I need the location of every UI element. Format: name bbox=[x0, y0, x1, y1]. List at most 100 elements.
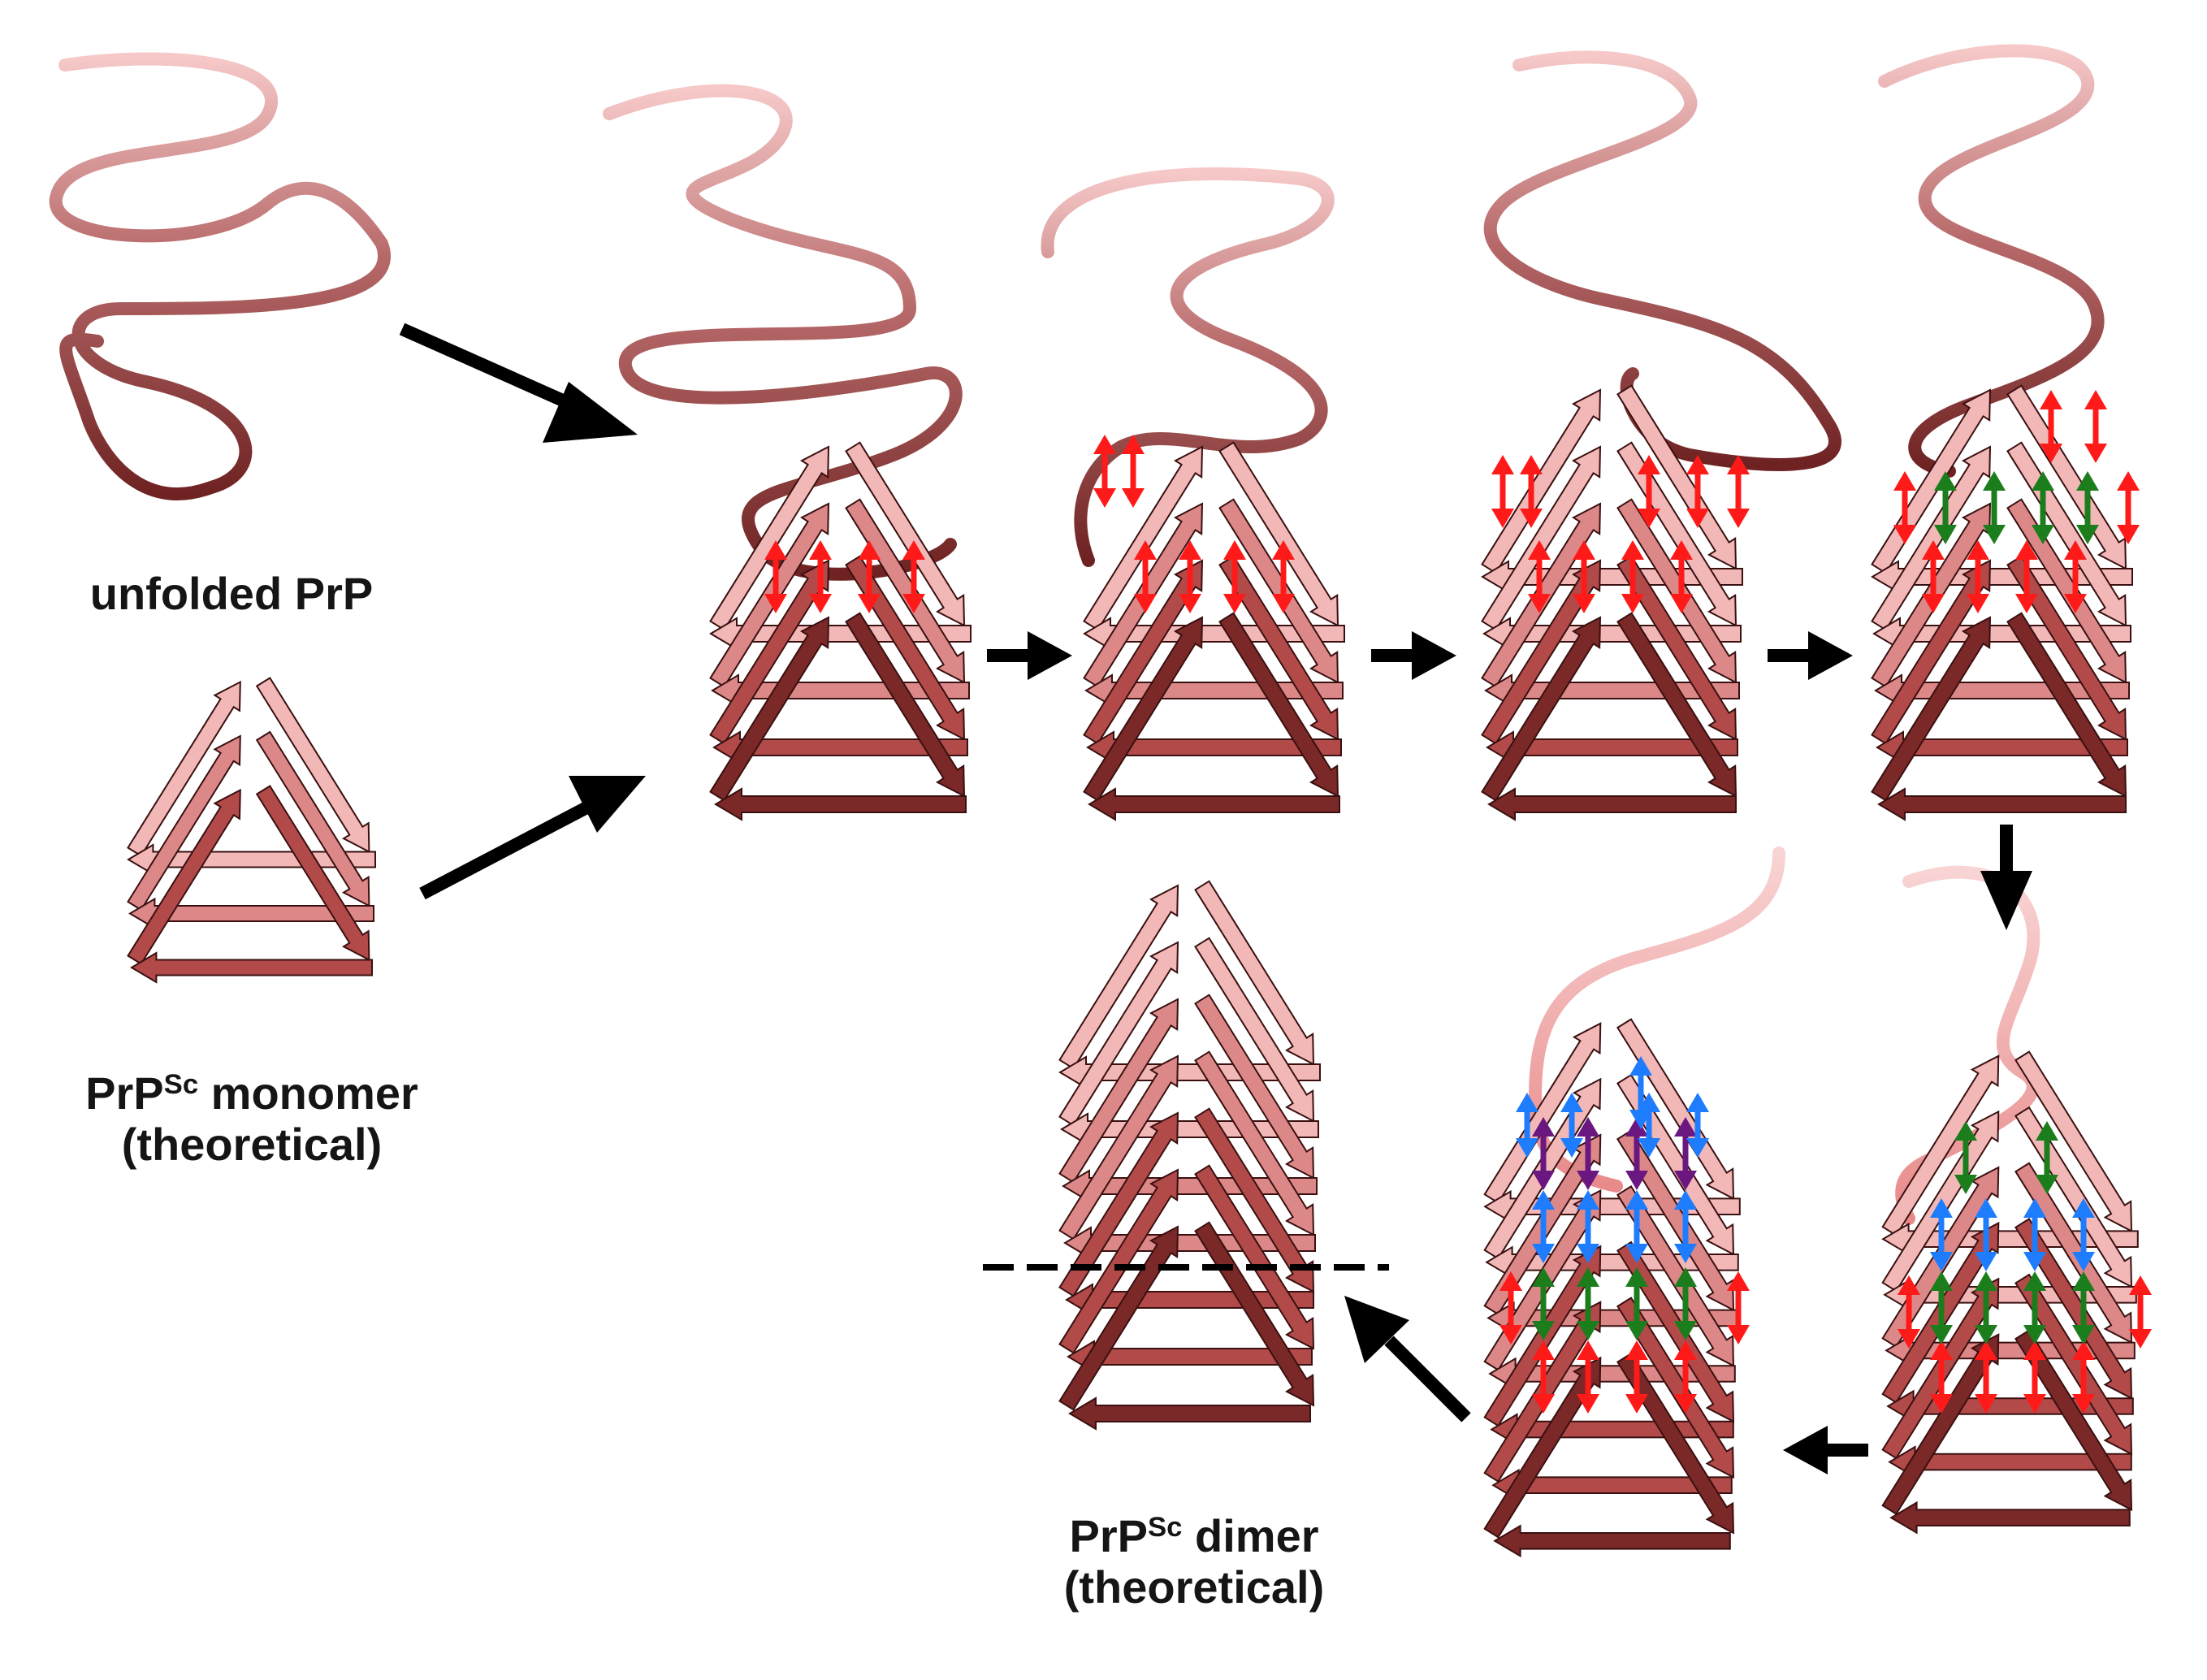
hbond-green bbox=[2032, 471, 2054, 544]
beta-strand-right bbox=[1218, 498, 1339, 684]
hbond-red bbox=[902, 540, 925, 613]
hbond-blue bbox=[2023, 1198, 2046, 1271]
arrow-monomer-to-stage1 bbox=[419, 776, 646, 900]
beta-strand-left bbox=[1881, 1054, 2000, 1236]
beta-strand-left bbox=[1058, 1168, 1179, 1354]
hbond-green bbox=[2072, 1271, 2095, 1344]
coil-unfolded-prp bbox=[49, 52, 391, 500]
hbond-blue bbox=[1625, 1190, 1648, 1263]
stack-stage-3 bbox=[1481, 384, 1743, 821]
beta-strand-right bbox=[1194, 937, 1315, 1123]
hbond-blue bbox=[1975, 1198, 1997, 1271]
hbond-blue bbox=[1532, 1190, 1555, 1263]
hbond-blue bbox=[1686, 1093, 1709, 1158]
hbond-red bbox=[1922, 540, 1945, 613]
hbond-red bbox=[2129, 1275, 2152, 1349]
arrow-stage4-down bbox=[1980, 825, 2032, 930]
hbond-red bbox=[1577, 1340, 1599, 1414]
hbond-red bbox=[1930, 1340, 1953, 1414]
beta-strand-left bbox=[709, 616, 830, 802]
hbond-red bbox=[1532, 1340, 1555, 1414]
beta-strand-left bbox=[127, 680, 241, 857]
beta-strand-right bbox=[1194, 994, 1315, 1180]
hbond-red bbox=[1967, 540, 1989, 613]
stack-stage-6 bbox=[1881, 1050, 2139, 1535]
stack-monomer bbox=[127, 677, 376, 984]
label-monomer-line2: (theoretical) bbox=[121, 1118, 383, 1170]
beta-strand-right bbox=[845, 612, 966, 798]
beta-strand-left bbox=[127, 734, 241, 911]
beta-strand-base bbox=[1889, 1500, 2131, 1535]
hbond-red bbox=[1621, 540, 1644, 613]
beta-strand-right bbox=[255, 785, 370, 962]
beta-strand-right bbox=[255, 677, 370, 854]
beta-strand-right bbox=[1616, 1297, 1735, 1479]
hbond-red bbox=[1093, 435, 1116, 508]
stack-dimer bbox=[1058, 880, 1321, 1431]
hbond-red bbox=[1223, 540, 1246, 613]
beta-strand-left bbox=[1871, 445, 1992, 631]
hbond-green bbox=[1954, 1121, 1977, 1194]
beta-strand-base bbox=[130, 951, 373, 984]
hbond-red bbox=[1625, 1340, 1648, 1414]
beta-strand-left bbox=[1083, 616, 1204, 802]
hbond-red bbox=[1520, 455, 1543, 528]
beta-strand-right bbox=[2014, 1273, 2133, 1456]
hbond-red bbox=[1499, 1271, 1522, 1344]
hbond-purple bbox=[1532, 1117, 1555, 1190]
hbond-red bbox=[2072, 1340, 2095, 1414]
hbond-blue bbox=[2072, 1198, 2095, 1271]
beta-strand-right bbox=[845, 441, 966, 627]
beta-strand-base bbox=[1068, 1396, 1311, 1431]
hbond-blue bbox=[1516, 1093, 1538, 1158]
hbond-red bbox=[1727, 1271, 1750, 1344]
arrow-stage3-to-stage4 bbox=[1768, 631, 1853, 680]
hbond-red bbox=[1686, 455, 1709, 528]
label-unfolded-prp: unfolded PrP bbox=[89, 568, 374, 619]
beta-strand-left bbox=[1483, 1022, 1602, 1204]
beta-strand-right bbox=[1218, 441, 1339, 627]
beta-strand-left bbox=[1481, 388, 1602, 574]
hbond-green bbox=[2076, 471, 2099, 544]
beta-strand-right bbox=[1616, 612, 1737, 798]
hbond-red bbox=[1898, 1275, 1920, 1349]
beta-strand-right bbox=[2006, 612, 2127, 798]
hbond-red bbox=[1134, 540, 1157, 613]
coil-stage-3 bbox=[1483, 50, 1841, 471]
beta-strand-left bbox=[1481, 616, 1602, 802]
hbond-blue bbox=[1930, 1198, 1953, 1271]
hbond-green bbox=[1532, 1267, 1555, 1340]
hbond-red bbox=[1179, 540, 1201, 613]
hbond-red bbox=[1122, 435, 1145, 508]
beta-strand-right bbox=[1616, 555, 1737, 741]
process-arrows bbox=[399, 323, 2032, 1474]
hbond-blue bbox=[1577, 1190, 1599, 1263]
beta-strand-right bbox=[2006, 555, 2127, 741]
beta-strand-left bbox=[709, 445, 830, 631]
beta-strand-base bbox=[1088, 787, 1340, 821]
label-dimer-line1: PrPSc dimer bbox=[1069, 1510, 1319, 1561]
arrow-stage5-to-dimer bbox=[1344, 1296, 1471, 1422]
beta-strand-right bbox=[1194, 1050, 1315, 1236]
coil-stage-2 bbox=[1041, 167, 1335, 567]
hbond-green bbox=[1975, 1271, 1997, 1344]
hbond-red bbox=[1528, 540, 1551, 613]
hbond-purple bbox=[1577, 1117, 1599, 1190]
beta-strand-right bbox=[1616, 384, 1737, 570]
hbond-blue bbox=[1560, 1093, 1583, 1158]
beta-strand-right bbox=[1616, 1129, 1735, 1312]
hbond-red bbox=[858, 540, 881, 613]
hbond-red bbox=[2023, 1340, 2046, 1414]
beta-strand-left bbox=[1058, 998, 1179, 1184]
hbond-red bbox=[1491, 455, 1514, 528]
hbond-red bbox=[1638, 455, 1660, 528]
stack-stage-2 bbox=[1083, 441, 1345, 821]
label-dimer: PrPSc dimer (theoretical) bbox=[1007, 1510, 1381, 1613]
beta-strand-left bbox=[1481, 445, 1602, 631]
beta-strand-left bbox=[1871, 616, 1992, 802]
beta-solenoid-stacks bbox=[127, 384, 2139, 1558]
hbond-red bbox=[809, 540, 832, 613]
beta-strand-left bbox=[127, 788, 241, 965]
hbond-green bbox=[1577, 1267, 1599, 1340]
